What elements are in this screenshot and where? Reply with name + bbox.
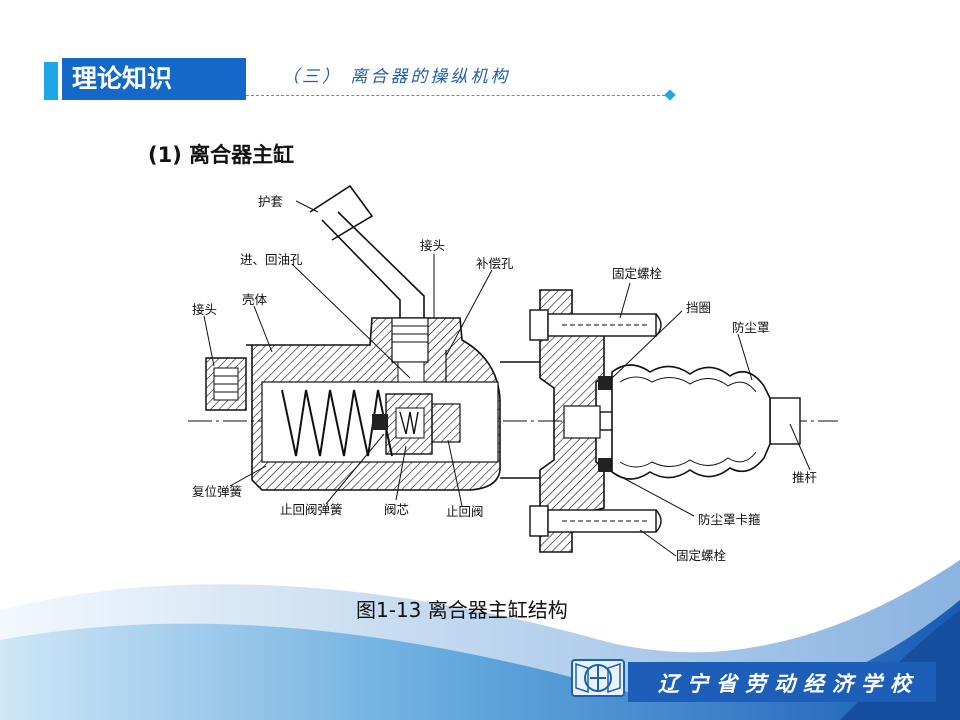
cylinder-housing <box>246 317 501 491</box>
inlet-pipe <box>309 184 425 318</box>
header-title: 理论知识 <box>72 64 173 93</box>
section-title: (1) 离合器主缸 <box>148 143 295 167</box>
school-name: 辽宁省劳动经济学校 <box>658 671 919 696</box>
dust-boot <box>611 364 771 480</box>
label-check-valve-spring: 止回阀弹簧 <box>280 502 343 517</box>
header-accent-stripe <box>44 62 58 100</box>
label-mounting-bolt-bottom: 固定螺栓 <box>676 548 727 563</box>
label-sleeve: 护套 <box>258 194 284 209</box>
label-compensation-hole: 补偿孔 <box>476 256 514 271</box>
cylinder-barrel <box>500 361 540 479</box>
school-name-box: 辽宁省劳动经济学校 <box>628 662 936 702</box>
label-return-spring: 复位弹簧 <box>192 484 242 499</box>
label-inlet-return-hole: 进、回油孔 <box>240 252 303 267</box>
header-title-box: 理论知识 <box>62 58 246 100</box>
school-logo <box>571 659 625 697</box>
leader-lines <box>203 200 811 557</box>
header-subtitle: （三） 离合器的操纵机构 <box>282 67 511 87</box>
left-connector <box>205 357 247 411</box>
piston-valve <box>372 393 461 455</box>
label-housing: 壳体 <box>242 292 268 307</box>
label-retaining-ring: 挡圈 <box>686 300 711 315</box>
label-connector-left: 接头 <box>192 302 217 317</box>
header-divider <box>246 95 670 96</box>
label-connector-top: 接头 <box>420 238 445 253</box>
label-mounting-bolt-top: 固定螺栓 <box>612 266 663 281</box>
mounting-bolt-top <box>529 309 662 341</box>
label-dust-boot-clamp: 防尘罩卡箍 <box>698 512 761 527</box>
label-valve-core: 阀芯 <box>384 502 409 517</box>
dust-boot-inner <box>619 376 757 468</box>
mounting-bolt-bottom <box>529 505 662 537</box>
label-dust-boot: 防尘罩 <box>732 320 770 335</box>
label-push-rod: 推杆 <box>792 470 818 485</box>
figure-caption: 图1-13 离合器主缸结构 <box>356 598 568 622</box>
label-check-valve: 止回阀 <box>446 504 484 519</box>
